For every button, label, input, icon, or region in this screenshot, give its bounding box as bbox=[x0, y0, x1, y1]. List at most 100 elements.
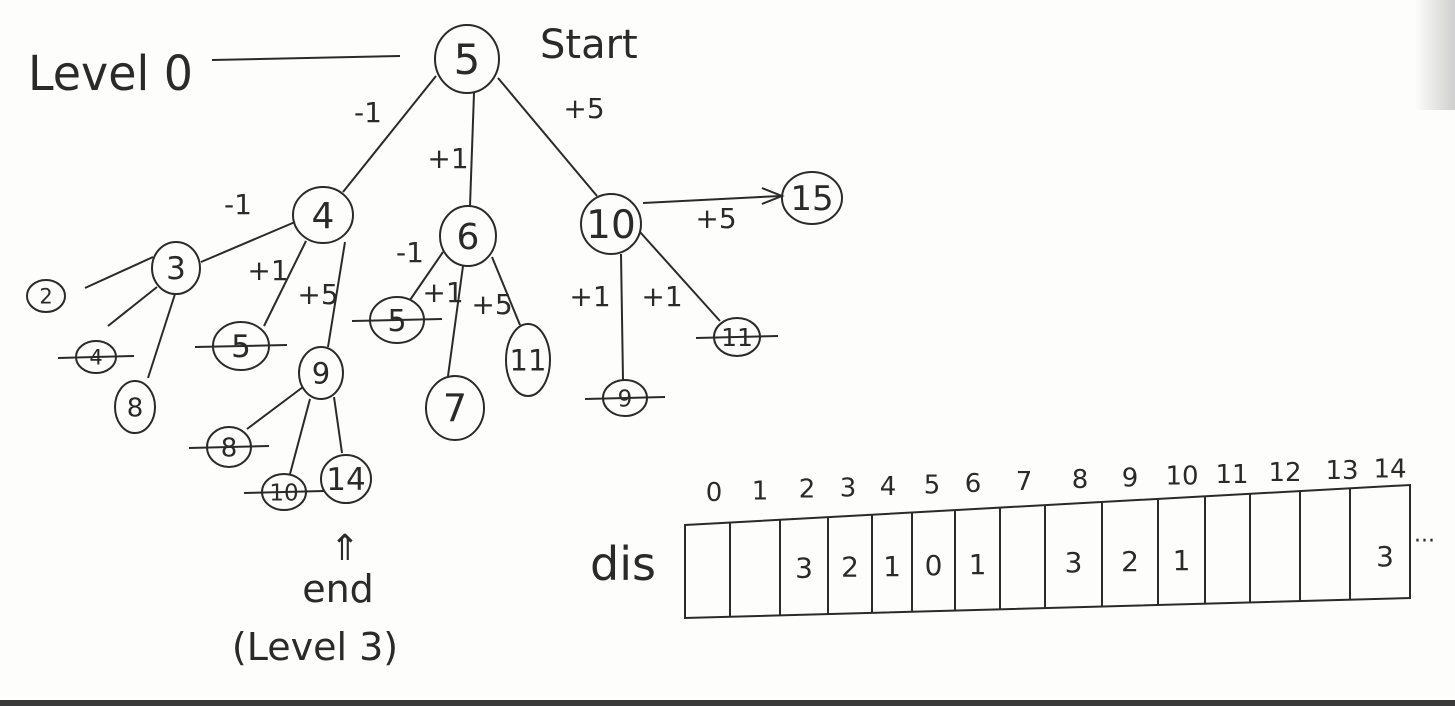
tree-node-crossed: 5 bbox=[351, 296, 443, 344]
edge-label: +1 bbox=[569, 280, 610, 313]
dis-index-label: 10 bbox=[1165, 462, 1198, 492]
node-label: 10 bbox=[586, 203, 636, 248]
edge-label: +5 bbox=[297, 278, 338, 311]
tree-node: 10 bbox=[580, 193, 642, 255]
tree-node: 2 bbox=[26, 279, 66, 313]
node-label: 4 bbox=[312, 196, 335, 237]
dis-cell-value: 0 bbox=[925, 549, 943, 582]
dis-index-label: 2 bbox=[799, 475, 816, 505]
edge-label: +5 bbox=[563, 92, 604, 125]
dis-cell-value: 1 bbox=[969, 548, 987, 581]
tree-node: 8 bbox=[114, 380, 156, 434]
tree-node-crossed: 9 bbox=[584, 379, 666, 417]
tree-node: 3 bbox=[151, 241, 201, 295]
edge-label: -1 bbox=[396, 236, 424, 269]
strike-line bbox=[57, 355, 135, 359]
tree-node: 7 bbox=[425, 375, 485, 441]
node-label: 11 bbox=[510, 343, 547, 377]
dis-index-label: 3 bbox=[840, 473, 857, 503]
tree-node-crossed: 4 bbox=[57, 340, 135, 374]
tree-node: 14 bbox=[320, 454, 372, 504]
dis-index-label: 8 bbox=[1072, 465, 1089, 495]
edge-n6-n11a bbox=[491, 256, 521, 326]
edge-n4-n9 bbox=[327, 241, 346, 348]
edge-label: +1 bbox=[641, 280, 682, 313]
bottom-edge-bar bbox=[0, 700, 1455, 706]
strike-line bbox=[695, 335, 779, 339]
edge-n6-n5b bbox=[409, 251, 444, 301]
dis-index-label: 4 bbox=[880, 472, 897, 502]
edge-label: +1 bbox=[427, 142, 468, 175]
level-0-pointer-line bbox=[211, 55, 401, 61]
dis-index-label: 5 bbox=[924, 470, 941, 500]
level-3-label: (Level 3) bbox=[232, 625, 398, 669]
strike-line bbox=[351, 318, 443, 322]
node-circle bbox=[781, 171, 843, 225]
edge-n6-n7 bbox=[447, 265, 464, 377]
node-label: 9 bbox=[618, 386, 633, 412]
node-circle bbox=[434, 24, 500, 94]
dis-index-label: 9 bbox=[1122, 463, 1139, 493]
edge-label: +5 bbox=[471, 288, 512, 321]
edge-label: -1 bbox=[354, 96, 382, 129]
tree-edges bbox=[84, 75, 785, 475]
edge-n4-n5a bbox=[263, 240, 307, 327]
tree-node: 15 bbox=[781, 171, 843, 225]
tree-node-crossed: 10 bbox=[243, 473, 325, 511]
dis-cell-value: 3 bbox=[1065, 546, 1083, 579]
dis-index-label: 11 bbox=[1215, 460, 1248, 490]
edge-n9-n14 bbox=[333, 396, 343, 454]
strike-line bbox=[584, 396, 666, 400]
dis-index-label: 13 bbox=[1325, 456, 1358, 486]
dis-cell-value: 3 bbox=[795, 552, 813, 585]
level-0-label: Level 0 bbox=[28, 46, 193, 102]
dis-cell-value: 1 bbox=[883, 550, 901, 583]
dis-cell-value: 2 bbox=[1121, 545, 1139, 578]
node-label: 8 bbox=[221, 433, 238, 463]
node-label: 5 bbox=[387, 304, 406, 339]
edge-n4-n3 bbox=[200, 221, 296, 263]
dis-label: dis bbox=[590, 537, 656, 591]
tree-node-crossed: 11 bbox=[695, 317, 779, 357]
node-circle bbox=[505, 323, 551, 397]
strike-line bbox=[243, 490, 325, 494]
node-label: 7 bbox=[443, 387, 467, 431]
dis-index-label: 7 bbox=[1016, 467, 1033, 497]
node-label: 2 bbox=[39, 284, 52, 308]
edge-label: -1 bbox=[224, 188, 252, 221]
start-label: Start bbox=[540, 22, 638, 68]
strike-line bbox=[194, 344, 288, 348]
node-circle bbox=[439, 205, 497, 267]
tree-node: 11 bbox=[505, 323, 551, 397]
edge-n3-n2 bbox=[84, 256, 154, 289]
node-circle bbox=[292, 186, 354, 244]
node-circle bbox=[298, 346, 344, 400]
edge-label: +1 bbox=[247, 254, 288, 287]
edge-root-n4 bbox=[342, 75, 437, 193]
edge-n3-n8a bbox=[147, 293, 176, 379]
edge-n9-n10b bbox=[289, 398, 311, 475]
node-label: 15 bbox=[790, 179, 833, 219]
dis-index-label: 14 bbox=[1373, 454, 1406, 484]
node-circle bbox=[26, 279, 66, 313]
edge-root-n10 bbox=[497, 77, 598, 197]
node-circle bbox=[580, 193, 642, 255]
tree-node: 6 bbox=[439, 205, 497, 267]
node-circle bbox=[425, 375, 485, 441]
node-label: 3 bbox=[166, 251, 186, 287]
tree-node: 9 bbox=[298, 346, 344, 400]
edge-n10-n11b bbox=[639, 231, 721, 322]
edge-root-n6 bbox=[469, 92, 475, 207]
edge-labels: -1+1+5+5-1+1+5-1+1+5+1+1 bbox=[224, 92, 737, 321]
dis-index-label: 12 bbox=[1268, 458, 1301, 488]
tree-node-crossed: 8 bbox=[188, 426, 270, 468]
tree-node: 4 bbox=[292, 186, 354, 244]
dis-index-label: 1 bbox=[752, 476, 769, 506]
node-label: 6 bbox=[457, 217, 480, 258]
edge-n9-n8b bbox=[246, 386, 304, 430]
node-label: 14 bbox=[326, 462, 365, 498]
edge-n3-n4b bbox=[107, 286, 158, 327]
edge-n10-n9b bbox=[620, 253, 624, 381]
dis-cell-value: 2 bbox=[841, 551, 859, 584]
